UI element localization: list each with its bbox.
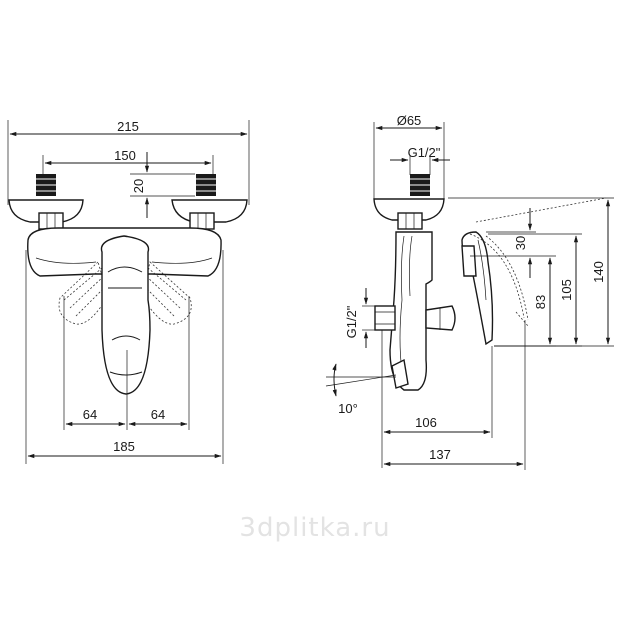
dim-overall-width-label: 215 <box>117 119 139 134</box>
dim-106-label: 106 <box>415 415 437 430</box>
dim-thread-side: G1/2" <box>344 288 376 348</box>
dim-inlet-height: 20 <box>130 152 195 218</box>
dim-diameter: Ø65 <box>373 113 445 200</box>
dim-83-label: 83 <box>533 295 548 309</box>
dim-overall-width: 215 <box>7 119 250 205</box>
dim-105: 105 <box>488 233 582 347</box>
dim-137-label: 137 <box>429 447 451 462</box>
dim-thread-side-label: G1/2" <box>344 305 359 338</box>
dim-thread-top-label: G1/2" <box>408 145 441 160</box>
front-view: 215 150 20 <box>7 119 250 464</box>
dim-body-width: 185 <box>25 250 224 464</box>
side-inlet <box>410 174 430 196</box>
dim-body-width-label: 185 <box>113 439 135 454</box>
left-nut <box>38 212 64 230</box>
dim-angle: 10° <box>325 363 397 416</box>
lever-handle <box>100 235 151 395</box>
dim-thread-top: G1/2" <box>390 145 450 175</box>
dim-inlet-spacing: 150 <box>42 148 214 175</box>
side-view: Ø65 G1/2" <box>325 113 614 470</box>
dim-left-offset-label: 64 <box>83 407 97 422</box>
right-nut <box>189 212 215 230</box>
side-outlet <box>425 305 456 331</box>
dim-inlet-height-label: 20 <box>131 179 146 193</box>
dim-diameter-label: Ø65 <box>397 113 422 128</box>
left-inlet <box>36 174 56 196</box>
dim-30-label: 30 <box>513 236 528 250</box>
right-inlet <box>196 174 216 196</box>
side-escutcheon <box>373 198 445 221</box>
dim-106: 106 <box>381 330 493 468</box>
side-nut <box>397 212 423 230</box>
dim-140-label: 140 <box>591 261 606 283</box>
dim-137: 137 <box>383 320 526 470</box>
dim-inlet-spacing-label: 150 <box>114 148 136 163</box>
watermark-text: 3dplitka.ru <box>239 513 390 543</box>
dim-angle-label: 10° <box>338 401 358 416</box>
dim-140: 140 <box>448 197 614 347</box>
dim-right-offset-label: 64 <box>151 407 165 422</box>
dim-105-label: 105 <box>559 279 574 301</box>
dim-offsets: 64 64 <box>63 296 190 430</box>
lever-swing-arc <box>469 233 525 319</box>
side-spout-tip <box>391 358 409 389</box>
dim-30: 30 <box>486 208 536 278</box>
side-connector <box>374 305 396 331</box>
